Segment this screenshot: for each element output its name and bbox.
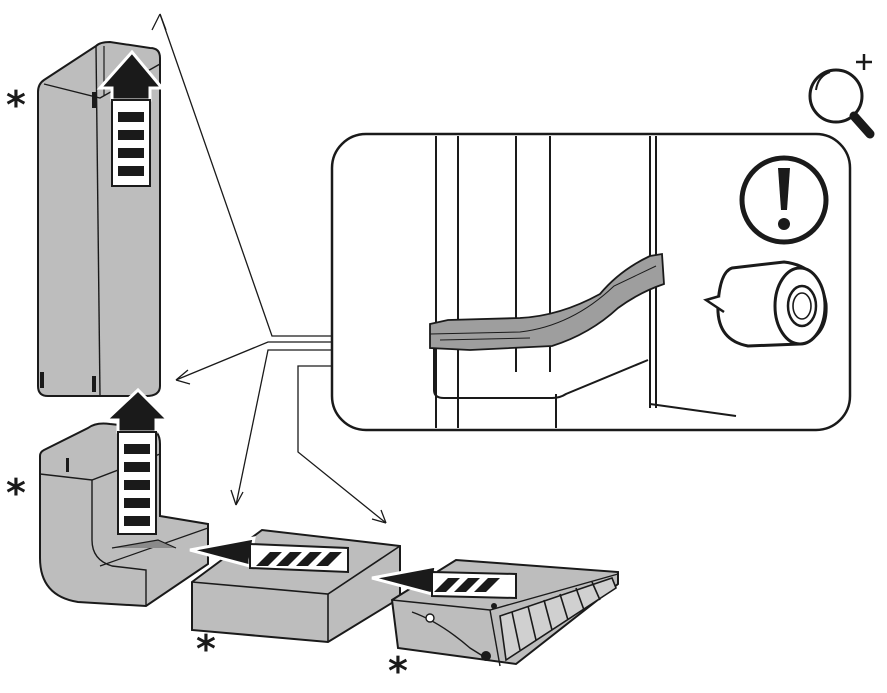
pointer-line-tall-duct [159, 13, 332, 337]
tall-duct [37, 40, 166, 397]
push-up-arrow-elbow [102, 387, 172, 535]
pointer-line-grille [297, 365, 387, 524]
push-right-arrow-box [189, 536, 349, 574]
asterisk-marker-box: * [196, 627, 216, 671]
asterisk-marker-tall-duct: * [6, 83, 26, 127]
elbow-duct [39, 387, 209, 608]
tape-wrap [429, 252, 665, 351]
pointer-lines [151, 13, 387, 524]
asterisk-marker-grille: * [388, 649, 408, 693]
pointer-line-box [235, 349, 332, 506]
exclamation-warning-icon [739, 155, 829, 245]
pointer-line-elbow [175, 341, 332, 381]
push-up-arrow-tall [96, 49, 166, 187]
asterisk-marker-elbow: * [6, 471, 26, 515]
flat-box-duct [189, 528, 401, 644]
detail-callout-panel [330, 132, 852, 432]
adhesive-tape-roll-icon [703, 260, 828, 348]
grille-unit [371, 558, 619, 667]
push-right-arrow-grille [371, 564, 517, 600]
magnifier-zoom-in-icon [808, 54, 875, 139]
